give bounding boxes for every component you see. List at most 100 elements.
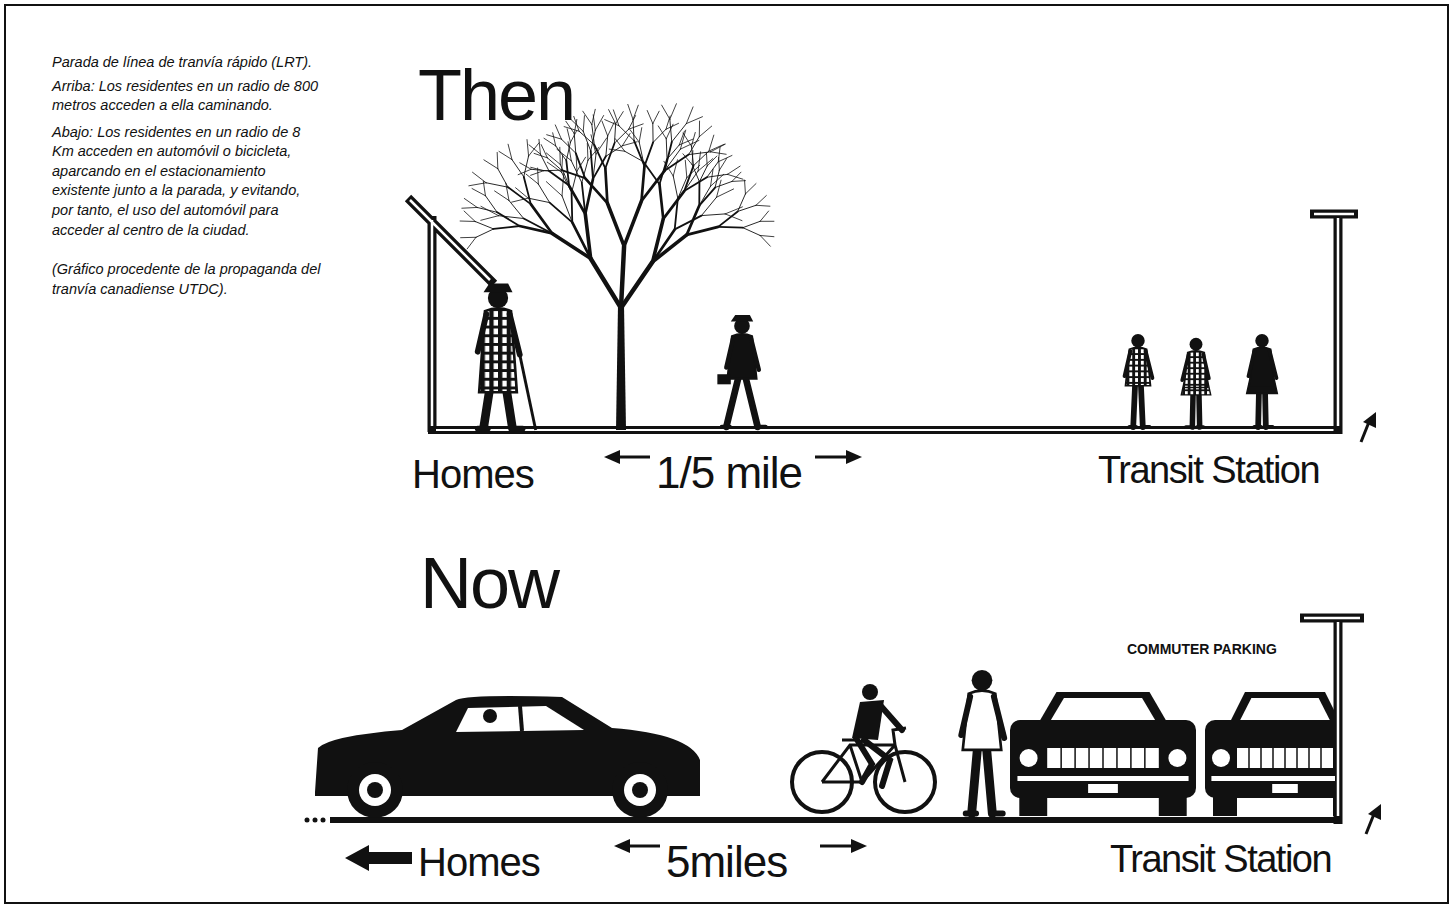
tree-branch (698, 152, 701, 171)
tree-branch (680, 140, 699, 149)
tree-branch (719, 158, 726, 170)
tree-branch (710, 144, 725, 152)
tree-branch (652, 124, 653, 143)
car-headlight (1020, 749, 1038, 767)
tree-branch (576, 153, 585, 178)
distance-label: 5miles (666, 840, 787, 884)
tree-branch (516, 188, 528, 198)
ground-line (330, 817, 1342, 823)
tree-branch (609, 149, 624, 151)
tree-branch (639, 142, 643, 162)
tree-branch (706, 153, 708, 166)
tree-branch (593, 154, 596, 179)
tree-branch (579, 131, 594, 145)
tree-branch (663, 191, 684, 219)
car-tyre (1019, 796, 1047, 816)
person-foot (722, 425, 766, 429)
car-wheel (347, 762, 403, 818)
tree-branch (662, 105, 670, 119)
car-grille-bar (1060, 748, 1062, 768)
tree-branch (508, 144, 512, 159)
car-rim (359, 774, 391, 806)
panel-heading: Then (418, 59, 574, 131)
person-head (1255, 334, 1268, 347)
person-foot (478, 426, 523, 432)
tree-branch (659, 159, 667, 184)
tree-branch (658, 126, 666, 139)
tree-branch (718, 211, 738, 226)
car-hub (632, 782, 648, 798)
car-grille (1047, 748, 1159, 768)
tree-branch (587, 143, 589, 160)
tree-branch (605, 168, 607, 203)
tree-branch (718, 226, 743, 229)
tree-branch (467, 237, 476, 249)
tree-branch (531, 167, 544, 170)
tree-branch (679, 139, 693, 145)
tree-branch (520, 163, 531, 169)
person-foot (1254, 425, 1272, 429)
tree-branch (557, 149, 571, 160)
place-label: Transit Station (1110, 840, 1331, 878)
tree-branch (710, 152, 726, 154)
tree-branch (498, 169, 508, 187)
rider-limbs (856, 705, 902, 786)
bicycle-rider (792, 684, 935, 812)
person-cane (520, 355, 536, 430)
car-grille-bar (1074, 748, 1076, 768)
tree-branch (664, 161, 673, 176)
tree-branch (547, 158, 561, 170)
sign-label: COMMUTER PARKING (1127, 642, 1277, 656)
person-head (972, 670, 993, 691)
tree-branch (582, 183, 586, 214)
car-grille-bar (1320, 748, 1322, 768)
tree-branch (553, 133, 556, 146)
station-post-inner (1314, 214, 1354, 426)
person-hat (484, 284, 513, 293)
car-grille-bar (1088, 748, 1090, 768)
tree-branch (524, 177, 531, 204)
tree-branch (499, 216, 524, 219)
person-hat (731, 315, 753, 322)
tree-branch (683, 154, 692, 165)
tree-branch (464, 198, 477, 207)
person-arm (1182, 354, 1209, 380)
tree-branch (546, 182, 562, 196)
tree-branch (699, 121, 700, 137)
distance-arrow-head (604, 450, 620, 464)
car-hub (367, 782, 383, 798)
tree-branch (653, 111, 659, 123)
tree-branch (643, 162, 659, 184)
place-label: Homes (418, 842, 540, 882)
tree-branch (613, 110, 619, 126)
car-window-post (520, 706, 522, 731)
tree-branch (760, 235, 770, 246)
ground-dot (305, 818, 310, 823)
tree-branch (585, 178, 607, 203)
caption-paragraph: Abajo: Los residentes en un radio de 8 K… (52, 123, 324, 240)
tree-branch (547, 135, 562, 139)
tree-branch (572, 222, 590, 258)
car-grille-bar (1102, 748, 1104, 768)
tree-branch (526, 174, 538, 184)
tree-branch (685, 160, 687, 177)
tree-branch (460, 221, 475, 222)
tree-branch (484, 160, 498, 169)
exit-arrow-shaft (1366, 814, 1374, 834)
tree-branch (541, 145, 547, 158)
tree-branch (675, 216, 702, 230)
tree-branch (607, 203, 624, 246)
tree-branch (556, 146, 567, 161)
tree-branch (531, 204, 552, 233)
tree-branch (518, 169, 531, 174)
tree-branch (686, 117, 702, 124)
person-head (1131, 334, 1144, 347)
tree-branch (633, 120, 634, 141)
person-briefcase (717, 374, 730, 384)
car-grille (1237, 748, 1333, 768)
figure-frame (5, 5, 1448, 903)
tree-branch (625, 151, 644, 162)
tree-branch (624, 201, 641, 246)
tree-branch (561, 139, 575, 153)
